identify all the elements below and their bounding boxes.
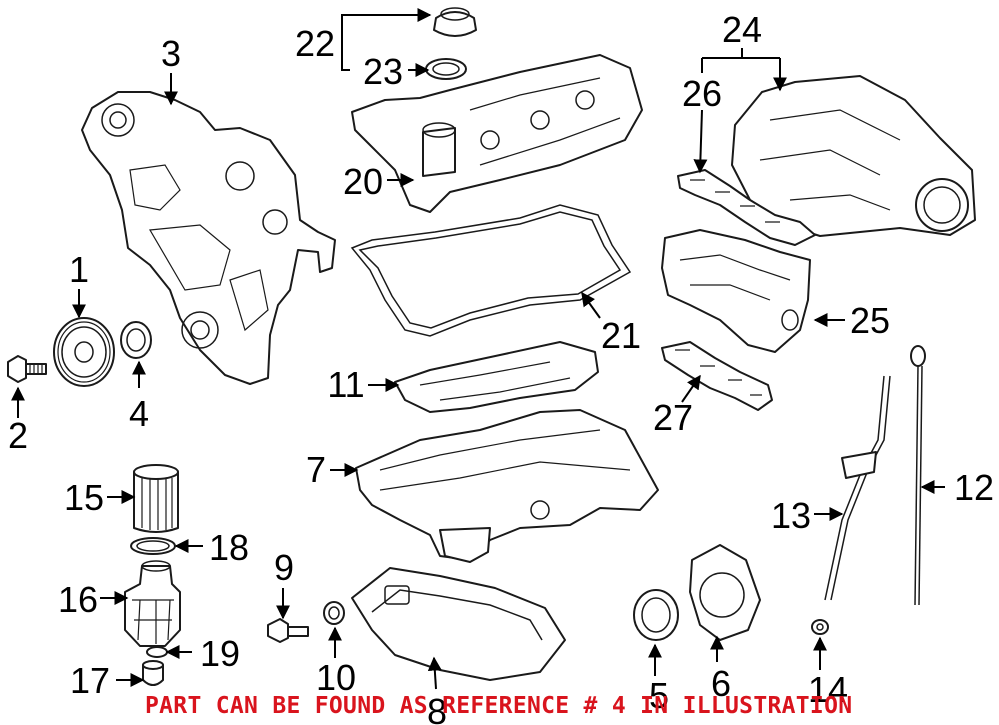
callout-25: 25 — [850, 300, 890, 341]
dipstick-tube-part — [824, 375, 891, 601]
callout-11: 11 — [327, 364, 364, 405]
housing-o-ring-part — [146, 646, 168, 658]
timing-cover-part — [81, 91, 336, 385]
callout-23: 23 — [363, 51, 403, 92]
callout-3: 3 — [161, 33, 181, 74]
callout-12: 12 — [954, 467, 994, 508]
callout-15: 15 — [64, 477, 104, 518]
reference-notice: PART CAN BE FOUND AS REFERENCE # 4 IN IL… — [145, 693, 853, 719]
callout-10: 10 — [316, 657, 356, 698]
leader-lines — [11, 8, 945, 690]
callout-6: 6 — [711, 663, 731, 704]
rear-seal-part — [633, 589, 679, 641]
intake-manifold-lower-part — [661, 229, 811, 353]
intake-lower-gasket-part — [661, 341, 773, 411]
oil-filter-part — [133, 464, 179, 533]
lower-oil-pan-part — [351, 567, 566, 681]
callout-18: 18 — [209, 527, 249, 568]
crankshaft-pulley-part — [53, 317, 115, 387]
callout-24: 24 — [722, 9, 762, 50]
housing-drain-plug-part — [142, 660, 164, 686]
callout-17: 17 — [70, 660, 110, 701]
callout-9: 9 — [274, 547, 294, 588]
callout-20: 20 — [343, 161, 383, 202]
drain-plug-part — [267, 618, 309, 643]
pulley-bolt-part — [7, 355, 47, 383]
front-seal-part — [120, 321, 152, 359]
intake-upper-gasket-part — [677, 169, 816, 246]
oil-filler-cap-part — [433, 7, 477, 37]
drain-gasket-part — [323, 601, 345, 625]
callout-14: 14 — [808, 669, 848, 710]
callout-13: 13 — [771, 495, 811, 536]
callout-26: 26 — [682, 73, 722, 114]
callout-27: 27 — [653, 397, 693, 438]
callout-16: 16 — [58, 579, 98, 620]
callout-1: 1 — [69, 249, 89, 290]
callout-7: 7 — [306, 449, 326, 490]
callout-8: 8 — [427, 691, 447, 725]
callout-21: 21 — [601, 315, 641, 356]
upper-oil-pan-part — [355, 409, 659, 563]
callout-2: 2 — [8, 415, 28, 456]
washer-part — [811, 619, 829, 635]
callout-22: 22 — [295, 23, 335, 64]
filter-o-ring-part — [130, 537, 176, 555]
callout-5: 5 — [649, 675, 669, 716]
filter-housing-part — [124, 560, 181, 647]
baffle-plate-part — [394, 341, 599, 413]
valve-cover-gasket-part — [350, 204, 632, 337]
cap-gasket-part — [425, 58, 467, 80]
callout-4: 4 — [129, 393, 149, 434]
seal-retainer-part — [689, 544, 761, 641]
dipstick-part — [910, 345, 926, 606]
valve-cover-part — [351, 54, 643, 213]
callout-19: 19 — [200, 633, 240, 674]
callout-labels: 1 2 3 4 5 6 7 8 9 10 11 12 13 14 15 16 1… — [8, 9, 994, 725]
